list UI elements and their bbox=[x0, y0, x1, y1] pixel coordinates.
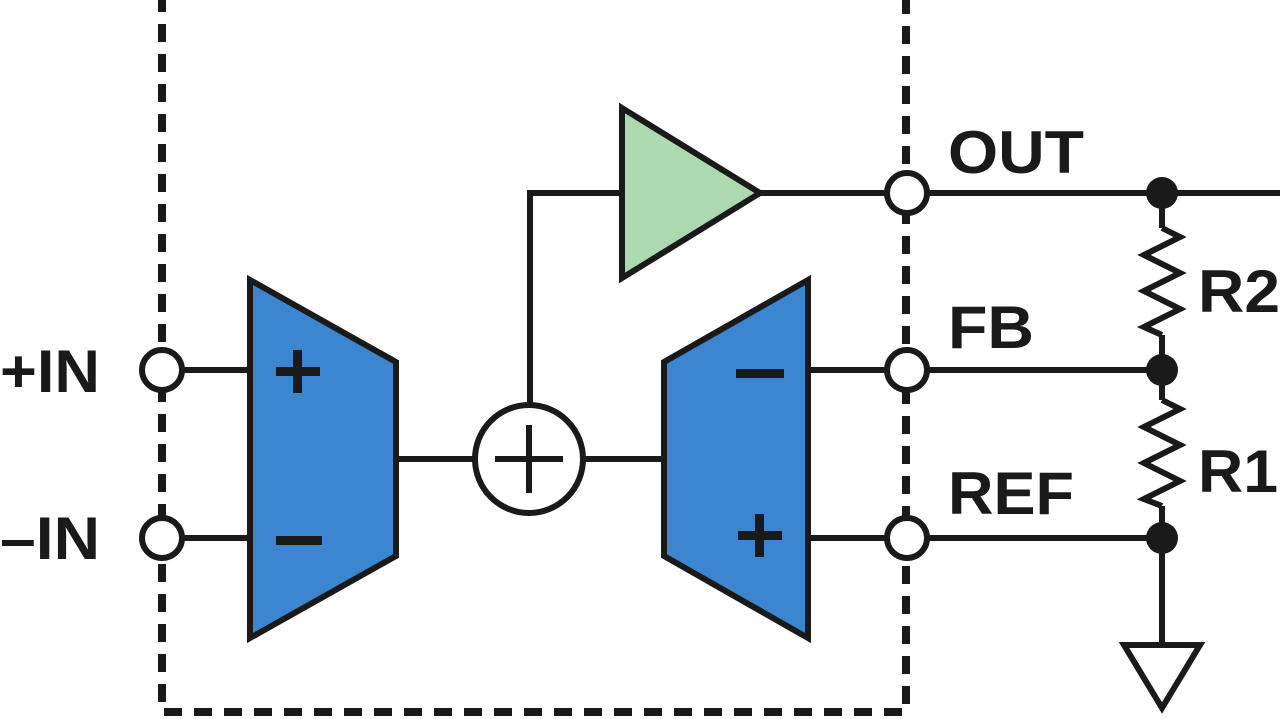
junction-fb bbox=[1146, 354, 1178, 386]
summing-junction-plus-sign bbox=[495, 425, 563, 493]
feedback-diff-amp bbox=[661, 274, 811, 644]
chip-boundary bbox=[158, 0, 910, 716]
junction-ref bbox=[1146, 522, 1178, 554]
label-fb: FB bbox=[948, 294, 1034, 361]
feedback-diff-amp-minus-sign bbox=[736, 369, 784, 378]
input-diff-amp-plus-sign bbox=[276, 350, 320, 393]
ground-symbol bbox=[1118, 642, 1206, 714]
resistor-r2 bbox=[1136, 225, 1187, 338]
output-amp bbox=[619, 102, 766, 284]
label-r2: R2 bbox=[1198, 258, 1280, 325]
label-ref: REF bbox=[948, 460, 1074, 527]
input-diff-amp-minus-sign bbox=[276, 536, 322, 545]
junction-dots bbox=[1146, 177, 1178, 554]
label-plus-in: +IN bbox=[0, 338, 100, 405]
feedback-diff-amp-plus-sign bbox=[738, 514, 782, 557]
pin-ref bbox=[884, 515, 930, 561]
summer-to-output-amp-wire bbox=[527, 190, 622, 404]
junction-out bbox=[1146, 177, 1178, 209]
pin-minus-in bbox=[139, 515, 185, 561]
pin-out bbox=[884, 170, 930, 216]
resistor-r1 bbox=[1136, 397, 1187, 509]
label-minus-in: –IN bbox=[0, 505, 100, 572]
label-out: OUT bbox=[948, 119, 1084, 186]
input-diff-amp bbox=[247, 274, 399, 644]
label-r1: R1 bbox=[1198, 438, 1278, 505]
pin-plus-in bbox=[139, 347, 185, 393]
pin-fb bbox=[884, 347, 930, 393]
pins bbox=[139, 170, 930, 561]
